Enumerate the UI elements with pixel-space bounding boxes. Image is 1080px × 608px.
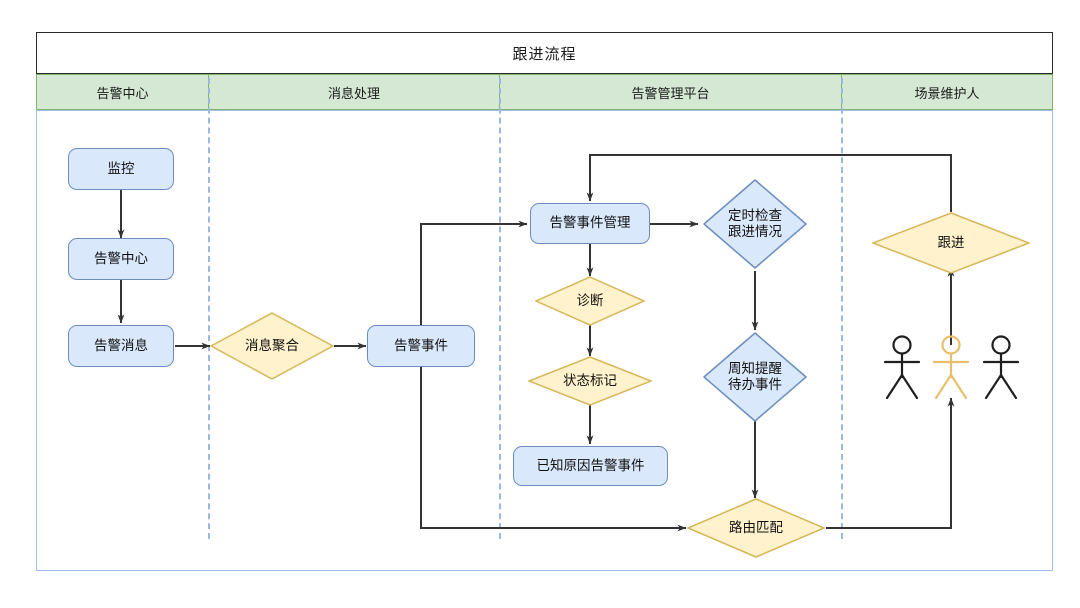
lane-label: 告警管理平台: [631, 85, 710, 101]
actor-icon: [982, 335, 1020, 400]
diamond-shape: [528, 356, 652, 406]
lane-label: 告警中心: [96, 85, 149, 101]
blue-diamond-shape: [703, 179, 807, 269]
actor-icon-highlighted: [932, 335, 970, 400]
lane-header-maintainer: 场景维护人: [841, 74, 1053, 110]
lane-divider-3: [841, 78, 843, 539]
lane-divider-2: [499, 78, 501, 539]
node-alert-message[interactable]: 告警消息: [68, 325, 174, 367]
lane-header-row: 告警中心 消息处理 告警管理平台 场景维护人: [36, 74, 1053, 110]
lane-header-message: 消息处理: [208, 74, 500, 110]
diamond-shape: [535, 276, 645, 326]
actor-center[interactable]: [927, 334, 975, 407]
diagram-title: 跟进流程: [36, 32, 1053, 74]
lane-divider-1: [208, 78, 210, 539]
lane-body-area: [36, 110, 1053, 571]
node-alert-event[interactable]: 告警事件: [367, 325, 475, 367]
diamond-shape: [872, 212, 1030, 274]
lane-label: 场景维护人: [914, 85, 980, 101]
node-label: 已知原因告警事件: [536, 457, 645, 473]
node-scheduled-check[interactable]: 定时检查 跟进情况: [699, 177, 811, 271]
diamond-shape: [687, 498, 825, 558]
swimlane-pool: 跟进流程 告警中心 消息处理 告警管理平台 场景维护人: [36, 32, 1053, 571]
lane-label: 消息处理: [327, 85, 380, 101]
node-alert-center[interactable]: 告警中心: [68, 238, 174, 280]
node-label: 监控: [107, 160, 135, 176]
node-label: 告警事件管理: [549, 215, 631, 231]
node-status-mark[interactable]: 状态标记: [528, 356, 652, 406]
lane-header-platform: 告警管理平台: [499, 74, 842, 110]
node-message-aggregate[interactable]: 消息聚合: [210, 312, 334, 380]
node-follow-up[interactable]: 跟进: [872, 212, 1030, 274]
node-label: 告警中心: [94, 250, 148, 266]
lane-header-alert-center: 告警中心: [36, 74, 209, 110]
node-label: 告警消息: [94, 337, 148, 353]
blue-diamond-shape: [703, 332, 807, 422]
actor-left[interactable]: [878, 334, 926, 407]
actor-right[interactable]: [977, 334, 1025, 407]
node-known-cause-event[interactable]: 已知原因告警事件: [513, 446, 668, 486]
actor-icon: [883, 335, 921, 400]
diamond-shape: [210, 312, 334, 380]
node-alert-event-manage[interactable]: 告警事件管理: [530, 203, 650, 244]
node-diagnose[interactable]: 诊断: [535, 276, 645, 326]
node-route-match[interactable]: 路由匹配: [687, 498, 825, 558]
node-monitor[interactable]: 监控: [68, 148, 174, 190]
node-label: 告警事件: [394, 337, 448, 353]
node-notify-remind[interactable]: 周知提醒 待办事件: [699, 330, 811, 424]
